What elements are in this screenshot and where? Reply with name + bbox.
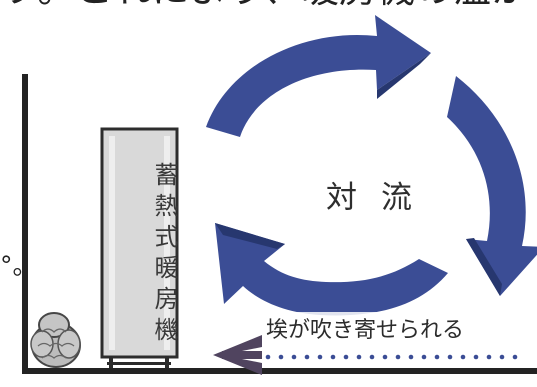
left-edge-mark: °。 <box>0 251 38 280</box>
arrow-upper-shadow <box>377 53 431 99</box>
heater-panel-right <box>164 136 170 350</box>
heater-label: 蓄熱式暖房機 <box>150 162 178 348</box>
heater-unit <box>100 127 179 368</box>
floor-airflow <box>213 335 518 375</box>
cropped-top-text: ウ。これにより、暖房機の温かいとしても <box>0 0 537 8</box>
convection-cycle <box>206 15 537 316</box>
convection-label: 対流 <box>326 180 436 216</box>
dust-texture <box>37 328 75 359</box>
floor <box>22 368 537 374</box>
left-wall <box>22 74 28 374</box>
heater-foot-bar <box>107 362 171 365</box>
dust-caption: 埃が吹き寄せられる <box>266 312 465 344</box>
dust-cloud-icon <box>30 312 81 368</box>
floor-arrow-bar <box>222 351 262 359</box>
dust-puff-top <box>38 312 70 338</box>
heater-panel-left <box>109 136 115 350</box>
arrow-right-band <box>447 76 537 296</box>
arrow-lower-shadow <box>215 223 285 249</box>
arrow-right-shadow <box>466 238 502 296</box>
floor-arrow-head <box>213 335 262 375</box>
arrow-upper-band <box>206 15 431 137</box>
